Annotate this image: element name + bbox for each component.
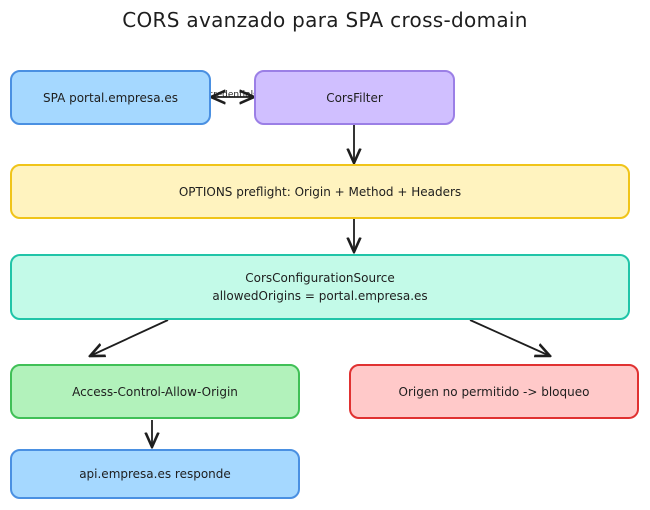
- edge-config-allow: [90, 319, 169, 356]
- preflight-label: OPTIONS preflight: Origin + Method + Hea…: [178, 184, 462, 199]
- api-response-label: api.empresa.es responde: [79, 467, 231, 481]
- deny-origin-node: Origen no permitido -> bloqueo: [349, 364, 639, 419]
- deny-origin-label: Origen no permitido -> bloqueo: [398, 384, 590, 399]
- cors-config-label-line1: CorsConfigurationSource: [245, 271, 395, 285]
- allow-origin-label: Access-Control-Allow-Origin: [72, 384, 238, 399]
- diagram-title: CORS avanzado para SPA cross-domain: [122, 8, 528, 32]
- edge-config-deny: [469, 319, 550, 356]
- spa-label: SPA portal.empresa.es: [42, 90, 178, 105]
- allow-origin-node: Access-Control-Allow-Origin: [10, 364, 300, 419]
- api-response-node: api.empresa.es responde: [10, 449, 300, 499]
- cors-filter-label: CorsFilter: [326, 90, 383, 105]
- cors-config-node: CorsConfigurationSource allowedOrigins =…: [10, 254, 630, 320]
- cors-filter-node: CorsFilter: [254, 70, 455, 125]
- edge-label-fetch-credentials: fetch + credentials: [172, 90, 258, 100]
- preflight-node: OPTIONS preflight: Origin + Method + Hea…: [10, 164, 630, 219]
- cors-config-label-line2: allowedOrigins = portal.empresa.es: [212, 289, 428, 303]
- spa-node: SPA portal.empresa.es: [10, 70, 211, 125]
